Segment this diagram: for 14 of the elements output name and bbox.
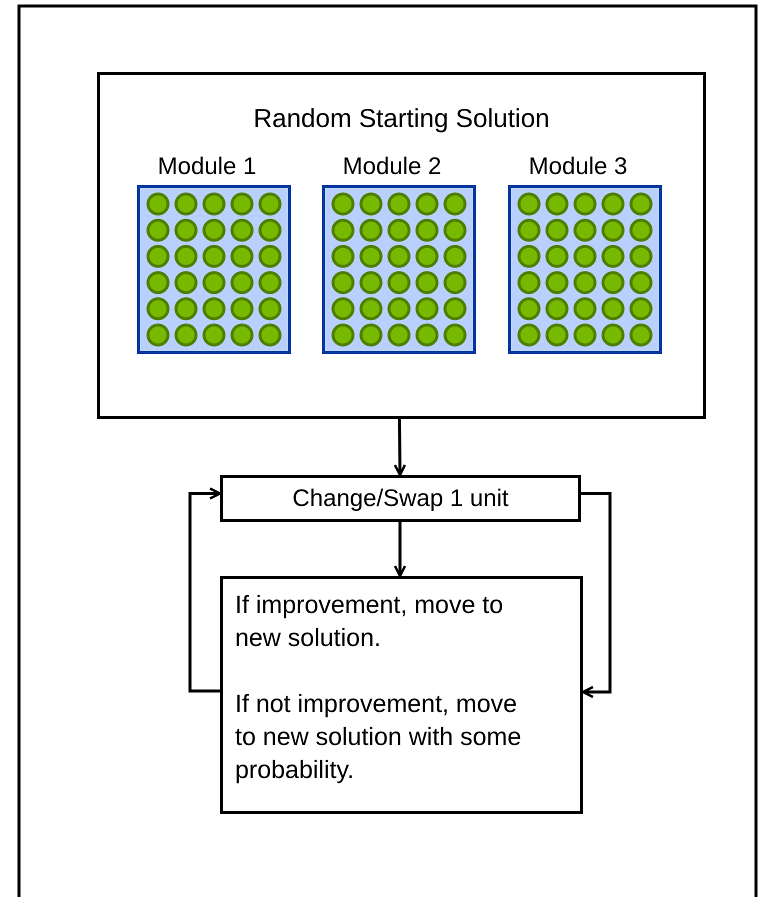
arrow: [394, 522, 406, 578]
box-title: Random Starting Solution: [252, 103, 551, 134]
process-box: [220, 576, 583, 814]
step-label: Change/Swap 1 unit: [292, 484, 509, 512]
process-box: [220, 475, 581, 522]
arrow: [581, 492, 612, 698]
module-heading: Module 2: [342, 153, 442, 181]
rule-text: If improvement, move to new solution.: [235, 590, 504, 654]
process-box: [97, 72, 706, 419]
arrow: [188, 487, 222, 692]
rule-text: If not improvement, move to new solution with some probability.: [235, 689, 522, 786]
arrow: [394, 418, 406, 476]
module-heading: Module 3: [528, 153, 628, 181]
module-heading: Module 1: [156, 153, 258, 181]
